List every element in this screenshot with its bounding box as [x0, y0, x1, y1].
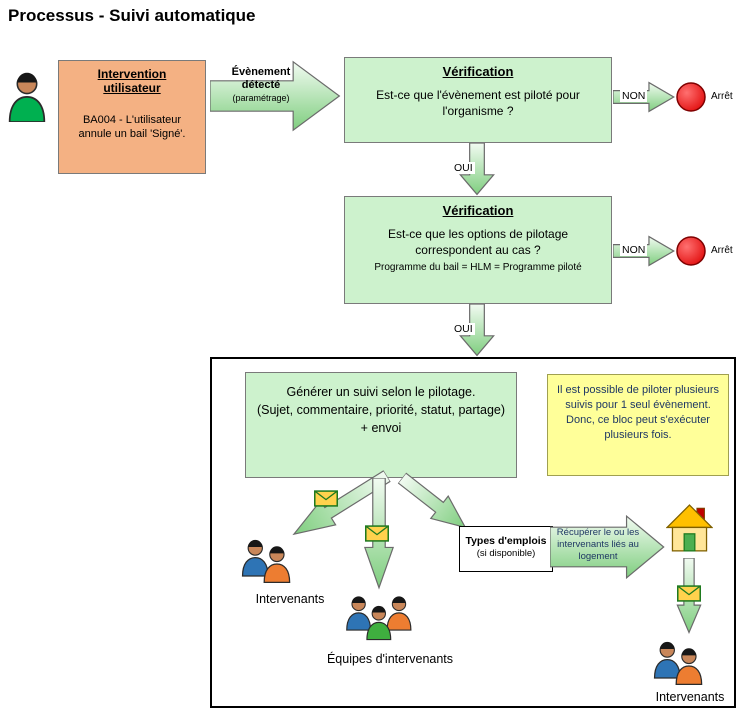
types-emplois-box: Types d'emplois (si disponible) [459, 526, 553, 572]
verification1-question: Est-ce que l'évènement est piloté pour l… [376, 88, 580, 118]
verification-box-2: Vérification Est-ce que les options de p… [344, 196, 612, 304]
page-title: Processus - Suivi automatique [8, 6, 256, 25]
intervenants-right-label: Intervenants [655, 690, 725, 704]
oui-label-2: OUI [452, 323, 475, 335]
verification2-question: Est-ce que les options de pilotage corre… [387, 227, 569, 257]
event-arrow-label: Évènement détecté (paramétrage) [212, 66, 310, 103]
intervention-title: Intervention utilisateur [97, 67, 167, 95]
verification2-detail: Programme du bail = HLM = Programme pilo… [374, 262, 582, 273]
recuperer-text: Récupérer le ou les intervenants liés au… [556, 527, 640, 562]
non-label-2: NON [620, 244, 648, 256]
event-arrow [210, 58, 342, 134]
intervenants-left-label: Intervenants [255, 592, 325, 606]
generate-line1: Générer un suivi selon le pilotage. [286, 385, 476, 399]
verification1-title: Vérification [442, 64, 514, 79]
intervention-body: BA004 - L'utilisateur annule un bail 'Si… [78, 114, 186, 140]
intervention-box: Intervention utilisateur BA004 - L'utili… [58, 60, 206, 174]
oui-label-1: OUI [452, 162, 475, 174]
process-container: Générer un suivi selon le pilotage. (Suj… [210, 357, 736, 708]
note-line1: Il est possible de piloter plusieurs sui… [556, 384, 720, 411]
house-icon [666, 504, 713, 552]
recuperer-arrow [550, 514, 666, 580]
verification-box-1: Vérification Est-ce que l'évènement est … [344, 57, 612, 143]
stop-circle-1 [676, 82, 706, 112]
envelope-icon-middle [365, 525, 389, 542]
user-avatar-icon [8, 71, 46, 122]
types-emplois-subtitle: (si disponible) [476, 548, 536, 559]
oui-arrow-2 [457, 304, 497, 357]
generate-line2: (Sujet, commentaire, priorité, statut, p… [256, 403, 506, 417]
fan-arrow-right [392, 465, 478, 542]
envelope-icon-left [314, 490, 338, 507]
event-arrow-line2: (paramétrage) [232, 93, 290, 103]
verification2-title: Vérification [442, 203, 514, 218]
equipes-label: Équipes d'intervenants [326, 652, 454, 666]
arret-label-2: Arrêt [711, 245, 733, 256]
equipes-group-icon [346, 595, 412, 641]
generate-line3: + envoi [360, 421, 402, 435]
note-box: Il est possible de piloter plusieurs sui… [547, 374, 729, 476]
intervenants-left-group-icon [241, 539, 291, 584]
arret-label-1: Arrêt [711, 91, 733, 102]
note-line2: Donc, ce bloc peut s'exécuter plusieurs … [566, 414, 710, 441]
oui-arrow-1 [457, 143, 497, 196]
event-arrow-line1: Évènement détecté [231, 66, 291, 91]
stop-circle-2 [676, 236, 706, 266]
intervenants-right-group-icon [653, 641, 703, 686]
generate-box: Générer un suivi selon le pilotage. (Suj… [245, 372, 517, 478]
non-label-1: NON [620, 90, 648, 102]
types-emplois-title: Types d'emplois [465, 535, 547, 547]
envelope-icon-right [677, 585, 701, 602]
